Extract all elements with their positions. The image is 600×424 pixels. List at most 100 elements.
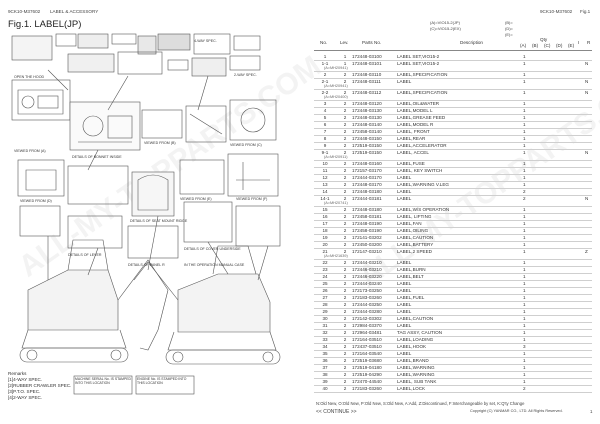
engine-serial-label: ENGINE No. IS STAMPED INTO THIS LOCATION xyxy=(137,377,187,385)
row-divider xyxy=(314,328,592,330)
row-part-number: 172444-03280 xyxy=(352,309,382,314)
row-divider xyxy=(314,293,592,295)
row-qty: 1 xyxy=(523,260,526,265)
row-description: LABEL, SUB TANK xyxy=(397,379,437,384)
row-part-number: 172519-03150 xyxy=(352,150,382,155)
row-part-number: 172448-03120 xyxy=(352,101,382,106)
row-no: 29 xyxy=(322,309,328,314)
row-part-number: 172444-03240 xyxy=(352,281,382,286)
row-level: 2 xyxy=(343,189,347,194)
col-parts-no: Parts No. xyxy=(362,40,382,45)
row-divider xyxy=(314,106,592,108)
machine-serial-label: MACHINE SERIAL No. IS STAMPED INTO THIS … xyxy=(75,377,131,385)
row-part-number: 172444-03170 xyxy=(352,175,382,180)
row-no: 2-1 xyxy=(321,79,329,84)
row-level: 2 xyxy=(343,288,347,293)
row-description: LABEL,CAUTION xyxy=(397,235,434,240)
row-no: 9-1 xyxy=(321,150,329,155)
row-no: 23 xyxy=(322,267,328,272)
lever-label: DETAILS OF LEVER xyxy=(68,253,102,257)
row-no: 7 xyxy=(323,129,327,134)
bonnet-inside-label: DETAILS OF BONNET INSIDE xyxy=(72,155,122,159)
remark-item: [4]2-WAY SPEC. xyxy=(8,395,43,400)
col-qty: Qty xyxy=(540,37,548,42)
row-divider xyxy=(314,194,592,196)
row-level: 2 xyxy=(343,365,347,370)
row-divider xyxy=(314,314,592,316)
row-no: 22 xyxy=(322,260,328,265)
row-qty: 1 xyxy=(523,358,526,363)
col-qty-a: (A) xyxy=(520,43,527,48)
row-qty: 1 xyxy=(523,168,526,173)
row-divider xyxy=(314,286,592,288)
row-part-number: 172444-03210 xyxy=(352,260,382,265)
row-divider xyxy=(314,134,592,136)
row-description: LABEL xyxy=(397,260,412,265)
row-qty: 1 xyxy=(523,122,526,127)
row-qty: 1 xyxy=(523,115,526,120)
row-divider xyxy=(314,77,592,79)
row-no: 17 xyxy=(322,221,328,226)
row-serial-note: (A=MH20400) xyxy=(324,94,348,99)
row-qty: 1 xyxy=(523,61,526,66)
row-qty: 1 xyxy=(523,150,526,155)
row-no: 30 xyxy=(322,316,328,321)
row-no: 35 xyxy=(322,351,328,356)
row-description: LABEL,OIL&WATER xyxy=(397,101,440,106)
row-qty: 1 xyxy=(523,330,526,335)
row-part-number: 172448-03110 xyxy=(352,72,382,77)
row-description: LABEL SET,VIO15-2 xyxy=(397,54,440,59)
row-divider xyxy=(314,363,592,365)
row-divider xyxy=(314,279,592,281)
row-qty: 1 xyxy=(523,90,526,95)
row-no: 1-1 xyxy=(321,61,329,66)
row-no: 33 xyxy=(322,337,328,342)
row-level: 1 xyxy=(343,54,347,59)
row-part-number: 172142-03302 xyxy=(352,316,382,321)
row-level: 2 xyxy=(343,316,347,321)
row-level: 2 xyxy=(343,136,347,141)
row-part-number: 172446-03220 xyxy=(352,274,382,279)
row-divider xyxy=(314,226,592,228)
row-no: 18 xyxy=(322,228,328,233)
row-description: LABEL,BATTERY xyxy=(397,242,434,247)
col-r: R xyxy=(587,40,591,45)
variant-e: (E)= xyxy=(505,32,513,37)
row-level: 2 xyxy=(343,161,347,166)
row-change-code: N xyxy=(585,196,589,201)
row-divider xyxy=(314,356,592,358)
row-level: 2 xyxy=(343,221,347,226)
row-qty: 1 xyxy=(523,143,526,148)
right-fig-number: Fig.1 xyxy=(580,9,591,14)
row-part-number: 172444-03250 xyxy=(352,302,382,307)
cover-underside-label: DETAILS OF COVER UNDERSIDE xyxy=(184,247,241,251)
variant-a: (A)=VIO15-2(JP) xyxy=(430,20,460,25)
seat-mount-label: DETAILS OF SEAT MOUNT RIDGE xyxy=(130,219,188,223)
row-part-number: 172458-03140 xyxy=(352,129,382,134)
row-description: LABEL, FRONT xyxy=(397,129,430,134)
row-no: 39 xyxy=(322,379,328,384)
figure-title: Fig.1. LABEL(JP) xyxy=(8,19,82,30)
row-part-number: 172448-03180 xyxy=(352,207,382,212)
row-description: LABEL,WARNING V.LEG xyxy=(397,182,449,187)
row-level: 2 xyxy=(343,337,347,342)
row-description: LABEL,W/S OPERATION xyxy=(397,207,450,212)
row-level: 2 xyxy=(343,196,347,201)
row-level: 2 xyxy=(343,372,347,377)
header-rule xyxy=(314,50,592,51)
row-divider xyxy=(314,349,592,351)
row-no: 34 xyxy=(322,344,328,349)
label-diagram: 4-WAY SPEC. 2-WAY SPEC. OPEN THE HOOD DE… xyxy=(8,30,293,414)
row-level: 2 xyxy=(343,267,347,272)
row-qty: 1 xyxy=(523,365,526,370)
row-description: LABEL xyxy=(397,323,412,328)
row-no: 4 xyxy=(323,108,327,113)
row-divider xyxy=(314,247,592,249)
view-b-label: VIEWED FROM (B) xyxy=(144,141,176,145)
row-qty: 1 xyxy=(523,54,526,59)
row-qty: 1 xyxy=(523,288,526,293)
view-d-label: VIEWED FROM (D) xyxy=(20,199,52,203)
variant-c: (C)=VIO15-2(EX) xyxy=(430,26,461,31)
row-qty: 1 xyxy=(523,221,526,226)
row-qty: 1 xyxy=(523,316,526,321)
